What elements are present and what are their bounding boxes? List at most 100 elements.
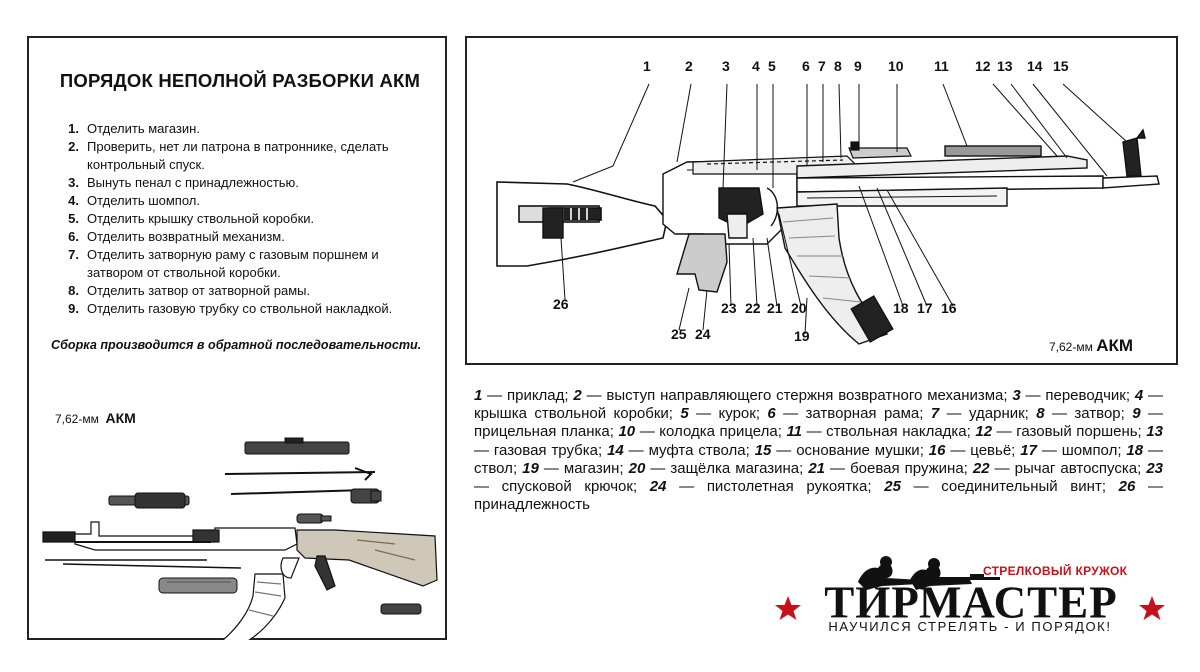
step-item: 9. Отделить газовую трубку со ствольной н…: [47, 300, 437, 318]
cleaning-rod: [62, 563, 242, 569]
recoil-spring: [224, 467, 376, 481]
legend-entry: 2 — выступ направляющего стержня возврат…: [573, 387, 1013, 404]
callout-4: 4: [752, 58, 760, 74]
legend-number: 7: [930, 405, 940, 423]
step-number: 8.: [68, 283, 79, 298]
callout-14: 14: [1027, 58, 1043, 74]
callout-25: 25: [671, 326, 687, 342]
legend-text: рычаг автоспуска: [1014, 459, 1138, 477]
step-number: 5.: [68, 211, 79, 226]
legend-text: переводчик: [1045, 387, 1126, 404]
step-number: 9.: [68, 301, 79, 316]
callout-12: 12: [975, 58, 991, 74]
legend-text: защёлка магазина: [670, 459, 800, 477]
callout-11: 11: [934, 58, 949, 74]
legend-text: спусковой крючок: [501, 478, 633, 496]
legend-text: затвор: [1074, 405, 1121, 423]
legend-number: 3: [1012, 387, 1021, 404]
callout-20: 20: [791, 300, 807, 316]
assembly-note: Сборка производится в обратной последова…: [51, 338, 422, 352]
callout-leaders: [560, 83, 1128, 335]
legend-text: прицельная планка: [474, 423, 610, 441]
legend-text: основание мушки: [796, 441, 920, 459]
callout-15: 15: [1053, 58, 1069, 74]
legend-text: шомпол: [1061, 441, 1118, 459]
logo-slogan: НАУЧИЛСЯ СТРЕЛЯТЬ - И ПОРЯДОК!: [828, 619, 1112, 634]
legend-text: ударник: [969, 405, 1025, 423]
legend-number: 11: [786, 423, 803, 441]
legend-entry: 4 — крышка ствольной коробки;: [474, 387, 1164, 423]
callout-3: 3: [722, 58, 730, 74]
callout-9: 9: [854, 58, 862, 74]
callout-numbers: 1 2 3 4 5 6 7 8 9 10 11 12 13 14 15 16 1…: [467, 38, 1176, 363]
cleaning-kit-26: [542, 207, 564, 239]
legend-text: цевьё: [970, 441, 1012, 459]
legend-number: 17: [1020, 441, 1037, 459]
callout-8: 8: [834, 58, 842, 74]
legend-entry: 5 — курок;: [680, 405, 768, 423]
diagram-model: АКМ: [1096, 336, 1134, 355]
bolt: [296, 513, 332, 524]
legend-number: 23: [1146, 459, 1164, 477]
legend-entry: 18 — ствол;: [474, 441, 1163, 477]
step-text: Отделить возвратный механизм.: [87, 229, 285, 244]
legend-entry: 10 — колодка прицела;: [618, 423, 787, 441]
disassembly-panel: ПОРЯДОК НЕПОЛНОЙ РАЗБОРКИ АКМ 1.Отделить…: [27, 36, 447, 640]
club-logo: СТРЕЛКОВЫЙ КРУЖОК ТИРМАСТЕР НАУЧИЛСЯ СТР…: [770, 550, 1170, 662]
magazine: [222, 573, 286, 640]
legend-text: газовая трубка: [493, 441, 598, 459]
legend-number: 5: [680, 405, 689, 423]
step-text: Отделить газовую трубку со ствольной нак…: [87, 301, 393, 316]
legend-number: 1: [474, 387, 483, 404]
callout-10: 10: [888, 58, 904, 74]
legend-text: ствол: [474, 459, 513, 477]
magazine-19: [776, 203, 894, 345]
step-item: 3.Вынуть пенал с принадлежностью.: [47, 174, 437, 192]
handguard: [158, 577, 238, 594]
legend-text: выступ направляющего стержня возвратного…: [606, 387, 1004, 404]
step-item: 8.Отделить затвор от затворной рамы.: [47, 282, 437, 300]
step-item: 1.Отделить магазин.: [47, 120, 437, 138]
callout-5: 5: [768, 58, 776, 74]
legend-entry: 11 — ствольная накладка;: [786, 423, 976, 441]
legend-number: 8: [1036, 405, 1045, 423]
barrel-handguard: [796, 145, 1160, 207]
steps-title: ПОРЯДОК НЕПОЛНОЙ РАЗБОРКИ АКМ: [59, 70, 421, 91]
step-text: Отделить затворную раму с газовым поршне…: [87, 247, 379, 280]
legend-entry: 3 — переводчик;: [1012, 387, 1135, 404]
step-number: 2.: [68, 139, 79, 154]
legend-entry: 7 — ударник;: [930, 405, 1037, 423]
legend-entry: 16 — цевьё;: [928, 441, 1021, 459]
legend-text: пистолетная рукоятка: [706, 478, 868, 496]
shooter-silhouettes-icon: [858, 556, 1000, 590]
step-text: Отделить шомпол.: [87, 193, 200, 208]
callout-18: 18: [893, 300, 909, 316]
callout-7: 7: [818, 58, 826, 74]
callout-22: 22: [745, 300, 761, 316]
legend-entry: 6 — затворная рама;: [767, 405, 931, 423]
callout-17: 17: [917, 300, 933, 316]
legend-entry: 21 — боевая пружина;: [808, 459, 973, 477]
legend-text: курок: [718, 405, 756, 423]
diagram-caliber: 7,62-мм: [1049, 340, 1093, 354]
legend-text: ствольная накладка: [826, 423, 967, 441]
receiver-cover: [244, 437, 350, 455]
callout-6: 6: [802, 58, 810, 74]
legend-number: 20: [628, 459, 646, 477]
legend-number: 26: [1118, 478, 1136, 496]
legend-text: затворная рама: [805, 405, 920, 423]
legend-text: приклад: [506, 387, 565, 404]
step-number: 7.: [68, 247, 79, 262]
legend-entry: 14 — муфта ствола;: [607, 441, 755, 459]
step-item: 6.Отделить возвратный механизм.: [47, 228, 437, 246]
legend-text: муфта ствола: [648, 441, 746, 459]
legend-number: 13: [1146, 423, 1163, 441]
legend-number: 24: [649, 478, 667, 496]
legend-entry: 24 — пистолетная рукоятка;: [649, 478, 885, 496]
legend-number: 22: [972, 459, 990, 477]
legend-entry: 9 — прицельная планка;: [474, 405, 1163, 441]
receiver: [662, 159, 798, 245]
step-item: 2.Проверить, нет ли патрона в патроннике…: [47, 138, 437, 174]
legend-entry: 15 — основание мушки;: [754, 441, 929, 459]
legend-number: 14: [607, 441, 624, 459]
